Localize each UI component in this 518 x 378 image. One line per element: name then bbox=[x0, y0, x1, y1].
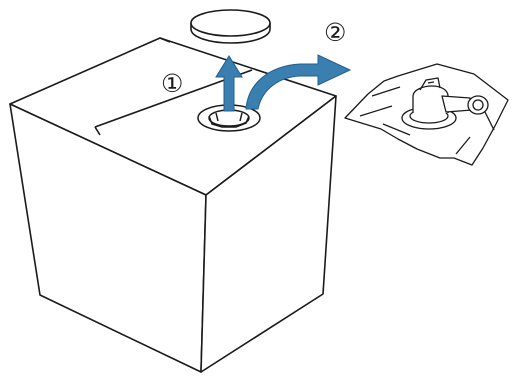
up-arrow-icon bbox=[215, 55, 243, 112]
spout-icon bbox=[344, 63, 509, 166]
step-2-label: ② bbox=[324, 18, 346, 47]
step-1-label: ① bbox=[161, 69, 183, 98]
cap-icon bbox=[190, 9, 271, 44]
cardboard-box-icon bbox=[9, 37, 337, 373]
curved-arrow-icon bbox=[245, 54, 352, 110]
box-opening-icon bbox=[197, 104, 261, 132]
